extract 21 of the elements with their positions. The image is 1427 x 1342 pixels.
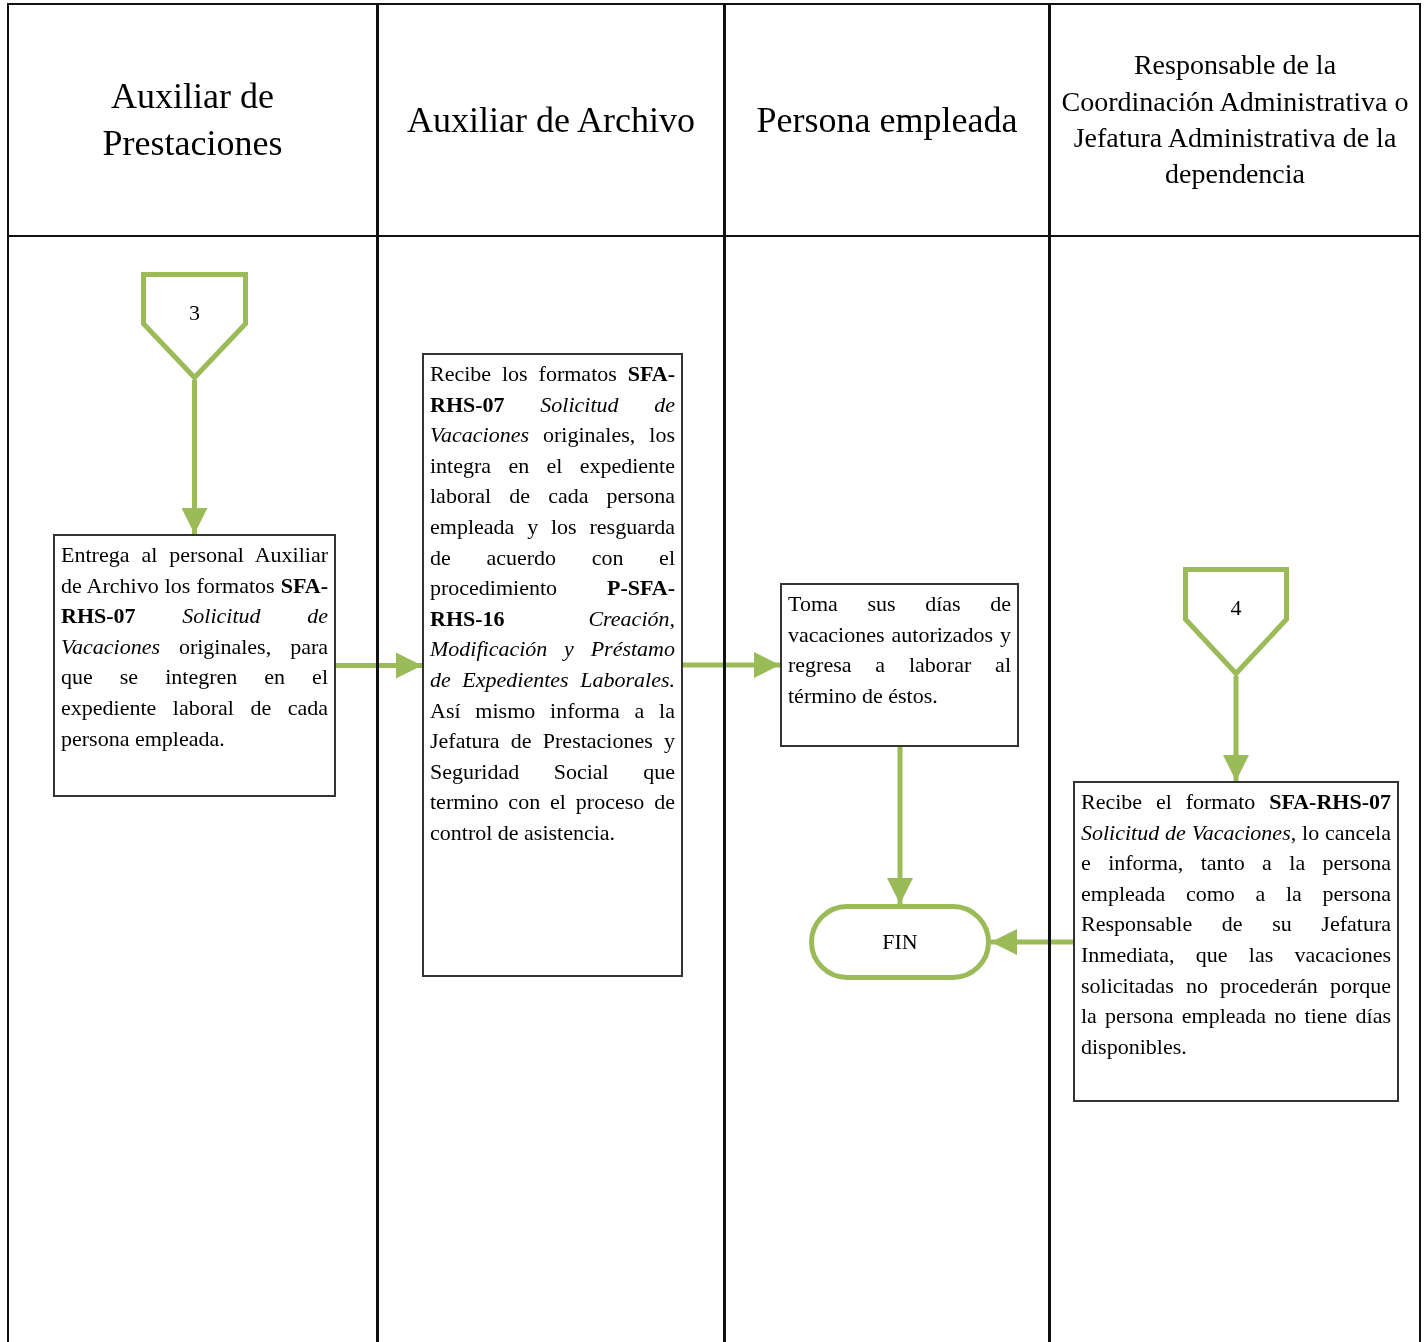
arrow — [683, 652, 780, 678]
process-box: Toma sus días de vacaciones autorizados y regresa a laborar al término de éstos. — [780, 583, 1019, 747]
swimlane — [724, 3, 1050, 1342]
process-box: Entrega al personal Auxiliar de Archivo los formatos SFA-RHS-07 Solicitud de Vacaciones originales, para que se integren en el expediente laboral de cada persona empleada. — [53, 534, 336, 797]
swimlane — [377, 3, 725, 1342]
lane-header: Responsable de la Coordinación Administrativa o Jefatura Administrativa de la dependencia — [1060, 48, 1410, 192]
swimlane — [1049, 3, 1421, 1342]
lane-header: Auxiliar de Prestaciones — [101, 75, 284, 165]
process-box: Recibe los formatos SFA-RHS-07 Solicitud de Vacaciones originales, los integra en el expediente laboral de cada persona empleada y los resguarda de acuerdo con el procedimiento P-SFA-RHS-16 Creación, Modificación y Préstamo de Expedientes Laborales. Así mismo informa a la Jefatura de Prestaciones y Seguridad Social que termino con el proceso de control de asistencia. — [422, 353, 683, 977]
arrow — [991, 929, 1073, 955]
arrow — [336, 652, 422, 679]
terminator: FIN — [809, 904, 991, 980]
process-box: Recibe el formato SFA-RHS-07 Solicitud de Vacaciones, lo cancela e informa, tanto a la persona empleada como a la persona Responsable de su Jefatura Inmediata, que las vacaciones solicitadas no procederán porque la persona empleada no tiene días disponibles. — [1073, 781, 1399, 1102]
off-page-connector: 4 — [1183, 567, 1289, 676]
arrow — [181, 380, 208, 534]
swimlane — [7, 3, 378, 1342]
lane-header: Persona empleada — [755, 98, 1019, 142]
arrow — [1223, 676, 1249, 781]
arrow — [887, 747, 913, 904]
off-page-connector: 3 — [141, 272, 248, 380]
lane-header: Auxiliar de Archivo — [406, 98, 696, 142]
